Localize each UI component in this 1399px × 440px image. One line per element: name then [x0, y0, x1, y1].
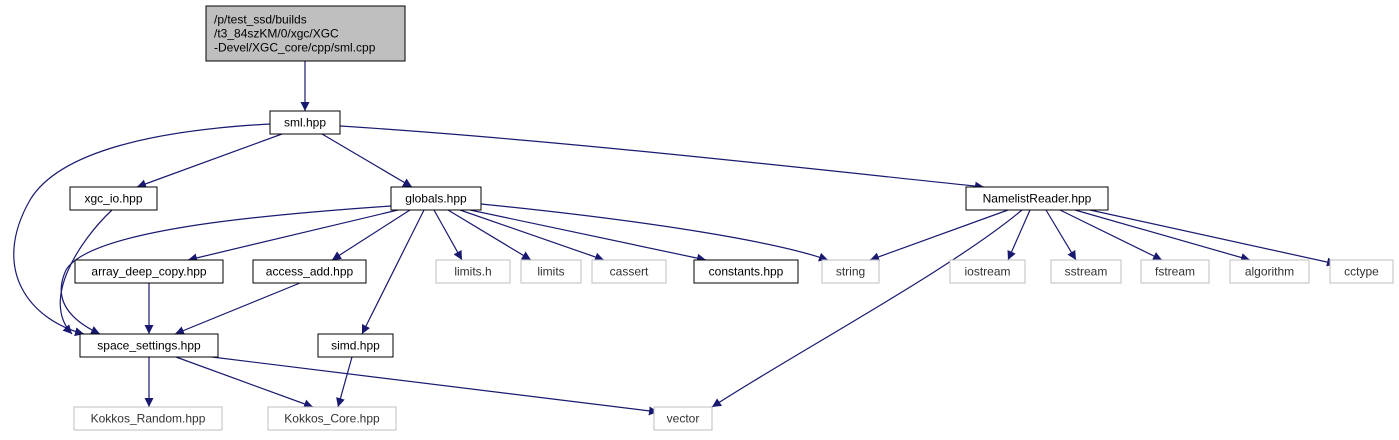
node-label: access_add.hpp: [266, 265, 354, 279]
nodes-layer: /p/test_ssd/builds/t3_84szKM/0/xgc/XGC-D…: [69, 5, 1394, 431]
node-box: [267, 406, 397, 431]
edge-namelist-to-algorithm: [1074, 209, 1251, 262]
node-label: xgc_io.hpp: [84, 192, 142, 206]
node-label: fstream: [1155, 265, 1195, 279]
node-box: [949, 259, 1026, 284]
node-root[interactable]: /p/test_ssd/builds/t3_84szKM/0/xgc/XGC-D…: [205, 5, 406, 62]
edge-namelist-to-vector: [711, 209, 1023, 408]
node-label: sstream: [1065, 265, 1108, 279]
node-limits: limits: [520, 259, 582, 284]
edge-sml-to-globals: [321, 133, 413, 188]
node-globals[interactable]: globals.hpp: [390, 186, 482, 211]
node-label: vector: [667, 412, 700, 426]
node-vector: vector: [653, 406, 713, 431]
node-string: string: [821, 259, 880, 284]
node-box: [269, 110, 341, 135]
node-box: [1140, 259, 1210, 284]
node-xgc-io[interactable]: xgc_io.hpp: [69, 186, 158, 211]
node-box: [252, 259, 367, 284]
node-algorithm: algorithm: [1229, 259, 1310, 284]
node-box: [1229, 259, 1310, 284]
node-iostream: iostream: [949, 259, 1026, 284]
edge-sml-to-space_settings: [13, 123, 271, 337]
node-label: sml.hpp: [284, 116, 326, 130]
node-box: [1050, 259, 1122, 284]
node-sstream: sstream: [1050, 259, 1122, 284]
node-constants[interactable]: constants.hpp: [693, 259, 799, 284]
edge-globals-to-limits: [447, 209, 532, 261]
node-cassert: cassert: [591, 259, 667, 284]
edge-namelist-to-sstream: [1045, 209, 1077, 261]
edge-globals-to-space_settings: [60, 205, 392, 335]
node-sml[interactable]: sml.hpp: [269, 110, 341, 135]
edge-simd-to-kokkos_core: [336, 356, 353, 408]
node-box: [821, 259, 880, 284]
node-box: [653, 406, 713, 431]
node-box: [74, 259, 224, 284]
edge-globals-to-string: [480, 203, 829, 262]
node-label: simd.hpp: [331, 339, 380, 353]
node-fstream: fstream: [1140, 259, 1210, 284]
edge-sml-to-xgc_io: [136, 133, 283, 189]
node-box: [435, 259, 511, 284]
edges-layer: [13, 61, 1337, 416]
edge-globals-to-array_deep_copy: [187, 209, 399, 263]
node-label: constants.hpp: [709, 265, 784, 279]
edge-sml-to-namelist: [339, 125, 985, 191]
node-label: space_settings.hpp: [97, 339, 201, 353]
node-label: limits: [537, 265, 564, 279]
node-box: [1329, 259, 1394, 284]
node-kokkos-core: Kokkos_Core.hpp: [267, 406, 397, 431]
node-cctype: cctype: [1329, 259, 1394, 284]
node-box: [520, 259, 582, 284]
node-box: [317, 333, 394, 358]
edge-globals-to-cassert: [459, 209, 605, 262]
node-label: algorithm: [1245, 265, 1294, 279]
node-box: [693, 259, 799, 284]
edge-namelist-to-cctype: [1089, 209, 1337, 267]
edge-namelist-to-string: [869, 209, 1009, 262]
node-access-add[interactable]: access_add.hpp: [252, 259, 367, 284]
node-label: limits.h: [454, 265, 491, 279]
node-box: [965, 186, 1109, 211]
edge-xgc_io-to-space_settings: [59, 209, 113, 335]
node-label: -Devel/XGC_core/cpp/sml.cpp: [214, 41, 376, 55]
node-box: [591, 259, 667, 284]
node-label: iostream: [964, 265, 1010, 279]
edge-globals-to-access_add: [331, 209, 411, 261]
node-array-deep-copy[interactable]: array_deep_copy.hpp: [74, 259, 224, 284]
edge-space_settings-to-vector: [211, 356, 659, 416]
node-label: /p/test_ssd/builds: [214, 13, 307, 27]
node-label: Kokkos_Random.hpp: [91, 412, 206, 426]
node-space-settings[interactable]: space_settings.hpp: [79, 333, 219, 358]
node-label: /t3_84szKM/0/xgc/XGC: [214, 27, 339, 41]
node-label: cctype: [1344, 265, 1379, 279]
node-box: [205, 5, 406, 62]
edge-globals-to-simd: [361, 209, 425, 335]
node-label: Kokkos_Core.hpp: [284, 412, 380, 426]
node-box: [79, 333, 219, 358]
edge-access_add-to-space_settings: [174, 282, 301, 335]
node-namelist[interactable]: NamelistReader.hpp: [965, 186, 1109, 211]
node-simd[interactable]: simd.hpp: [317, 333, 394, 358]
edge-space_settings-to-kokkos_core: [175, 356, 314, 409]
node-limits-h: limits.h: [435, 259, 511, 284]
node-kokkos-random: Kokkos_Random.hpp: [73, 406, 223, 431]
node-label: NamelistReader.hpp: [983, 192, 1092, 206]
node-label: array_deep_copy.hpp: [91, 265, 207, 279]
node-label: string: [836, 265, 865, 279]
edge-namelist-to-iostream: [1007, 209, 1031, 261]
node-box: [390, 186, 482, 211]
node-label: cassert: [610, 265, 649, 279]
edge-namelist-to-fstream: [1059, 209, 1163, 261]
edge-globals-to-constants: [469, 209, 707, 263]
node-box: [73, 406, 223, 431]
node-box: [69, 186, 158, 211]
edge-globals-to-limits_h: [433, 209, 463, 261]
node-label: globals.hpp: [405, 192, 467, 206]
